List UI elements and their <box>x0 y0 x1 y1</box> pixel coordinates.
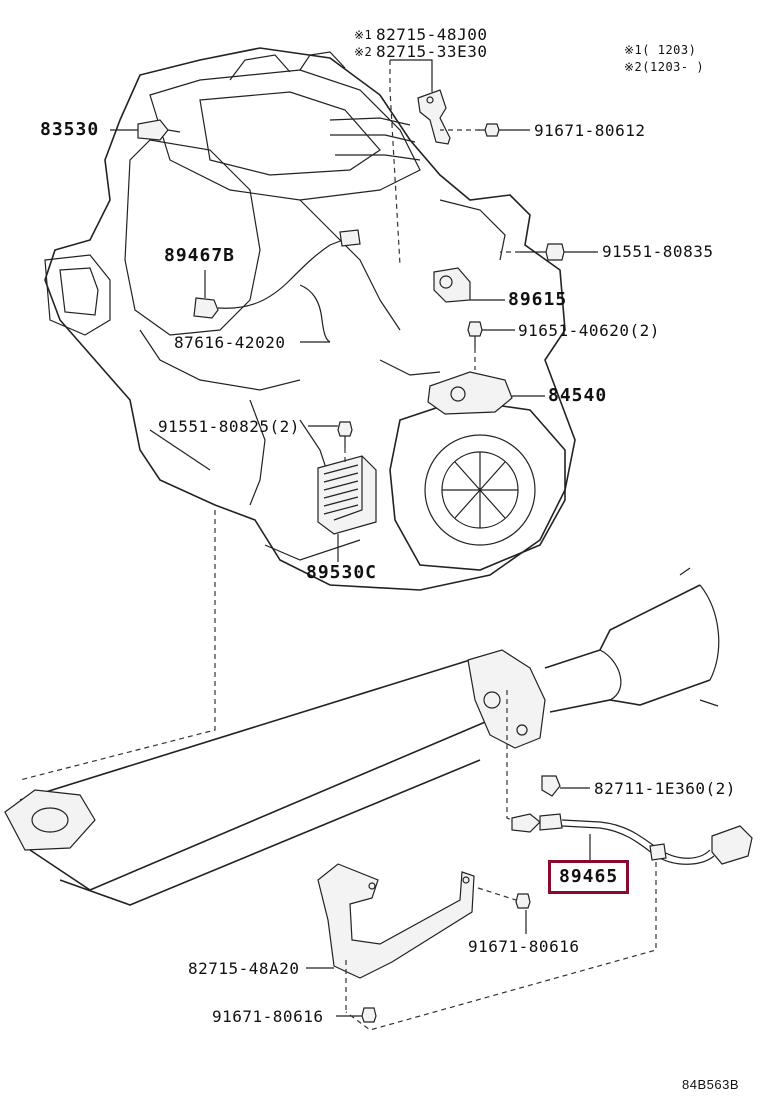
bracket-82715-48A20 <box>317 863 475 979</box>
clip-82711-1E360 <box>541 775 561 797</box>
part-label-89615[interactable]: 89615 <box>508 289 568 310</box>
part-label-83530[interactable]: 83530 <box>40 119 100 140</box>
part-label-87616-42020[interactable]: 87616-42020 <box>174 333 286 352</box>
ecu-89530C <box>317 455 377 535</box>
switch-84540 <box>427 371 513 415</box>
part-label-91671-80616-b[interactable]: 91671-80616 <box>212 1007 324 1026</box>
leader-lines <box>19 59 657 1031</box>
knock-sensor-89615 <box>433 267 471 303</box>
engine-transmission-assembly <box>44 47 576 591</box>
bolt-91551-80825 <box>337 421 353 448</box>
part-label-91671-80612[interactable]: 91671-80612 <box>534 121 646 140</box>
bolt-91671-80616-a <box>515 893 531 909</box>
part-label-91551-80825[interactable]: 91551-80825(2) <box>158 417 300 436</box>
part-label-91651-40620[interactable]: 91651-40620(2) <box>518 321 660 340</box>
bolt-91551-80835 <box>520 243 565 261</box>
bolt-91671-80612 <box>478 123 500 137</box>
sensor-83530 <box>137 119 181 141</box>
variant-mark-2: ※2 <box>354 45 373 59</box>
legend-line-2: ※2(1203- ) <box>624 60 705 74</box>
diagram-code: 84B563B <box>682 1077 739 1092</box>
legend-line-1: ※1( 1203) <box>624 43 697 57</box>
part-label-91551-80835[interactable]: 91551-80835 <box>602 242 714 261</box>
part-label-82711-1E360[interactable]: 82711-1E360(2) <box>594 779 736 798</box>
part-label-82715-48J00[interactable]: 82715-48J00 <box>376 25 488 44</box>
part-label-89467B[interactable]: 89467B <box>164 245 236 266</box>
part-label-91671-80616-a[interactable]: 91671-80616 <box>468 937 580 956</box>
bracket-82715-48J00 <box>417 89 451 145</box>
bolt-91651-40620 <box>467 321 483 348</box>
part-label-82715-33E30[interactable]: 82715-33E30 <box>376 42 488 61</box>
sensor-89467B <box>193 229 361 343</box>
part-label-84540[interactable]: 84540 <box>548 385 608 406</box>
variant-mark-1: ※1 <box>354 28 373 42</box>
part-label-89465-highlighted[interactable]: 89465 <box>548 860 630 894</box>
bolt-91671-80616-b <box>361 1007 377 1023</box>
oxygen-sensor-89465 <box>511 813 753 865</box>
part-label-89530C[interactable]: 89530C <box>306 562 378 583</box>
exhaust-pipe <box>4 567 720 906</box>
part-label-82715-48A20[interactable]: 82715-48A20 <box>188 959 300 978</box>
